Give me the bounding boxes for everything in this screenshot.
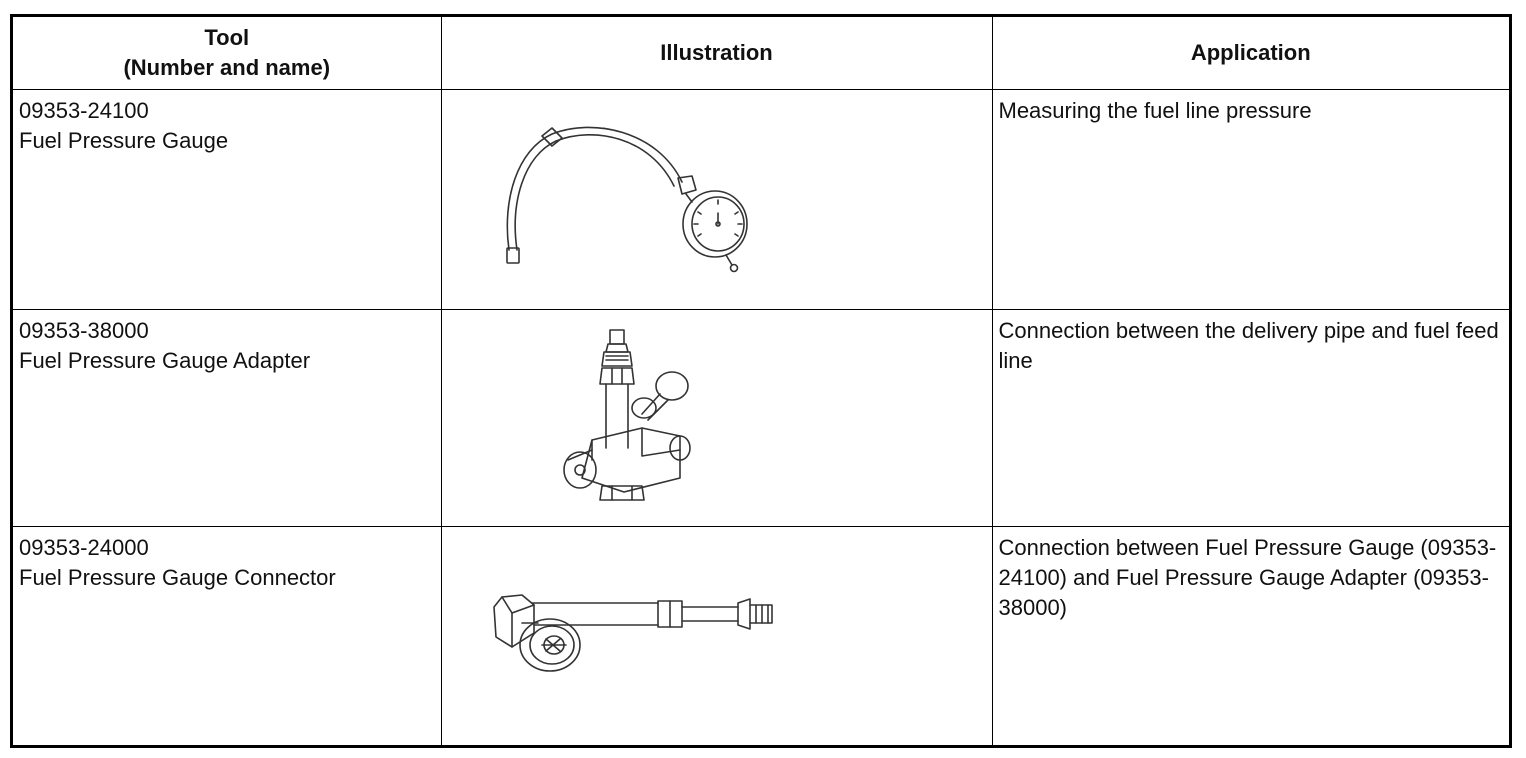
table-row: 09353-24100 Fuel Pressure Gauge — [13, 88, 1509, 310]
illustration-cell — [440, 308, 993, 527]
header-application: Application — [991, 17, 1509, 90]
application-cell: Connection between Fuel Pressure Gauge (… — [991, 525, 1509, 745]
application-text: Connection between Fuel Pressure Gauge (… — [998, 534, 1497, 620]
header-illustration: Illustration — [440, 17, 993, 90]
fuel-pressure-gauge-connector-drawing — [492, 593, 773, 672]
tool-cell: 09353-24100 Fuel Pressure Gauge — [13, 88, 442, 310]
header-tool-line1: Tool — [204, 24, 250, 50]
tool-number: 09353-24100 — [19, 97, 149, 123]
header-tool-line2: (Number and name) — [123, 54, 331, 80]
tool-cell: 09353-38000 Fuel Pressure Gauge Adapter — [13, 308, 442, 527]
header-tool: Tool (Number and name) — [13, 17, 442, 90]
application-text: Measuring the fuel line pressure — [998, 97, 1312, 123]
tool-name: Fuel Pressure Gauge — [19, 127, 229, 153]
tool-name: Fuel Pressure Gauge Adapter — [19, 347, 311, 373]
tool-cell: 09353-24000 Fuel Pressure Gauge Connecto… — [13, 525, 442, 745]
table-header-row: Tool (Number and name) Illustration Appl… — [13, 17, 1509, 90]
tool-number: 09353-24000 — [19, 534, 149, 560]
illustration-cell — [440, 525, 993, 745]
tool-name: Fuel Pressure Gauge Connector — [19, 564, 336, 590]
special-tools-table: Tool (Number and name) Illustration Appl… — [13, 17, 1509, 745]
application-text: Connection between the delivery pipe and… — [998, 317, 1499, 373]
fuel-pressure-gauge-drawing — [505, 126, 748, 272]
table-row: 09353-38000 Fuel Pressure Gauge Adapter — [13, 308, 1509, 527]
tool-number: 09353-38000 — [19, 317, 149, 343]
fuel-pressure-gauge-adapter-drawing — [562, 328, 691, 501]
table-row: 09353-24000 Fuel Pressure Gauge Connecto… — [13, 525, 1509, 745]
illustration-cell — [440, 88, 993, 310]
special-tools-table-frame: Tool (Number and name) Illustration Appl… — [10, 14, 1512, 748]
application-cell: Connection between the delivery pipe and… — [991, 308, 1509, 527]
application-cell: Measuring the fuel line pressure — [991, 88, 1509, 310]
